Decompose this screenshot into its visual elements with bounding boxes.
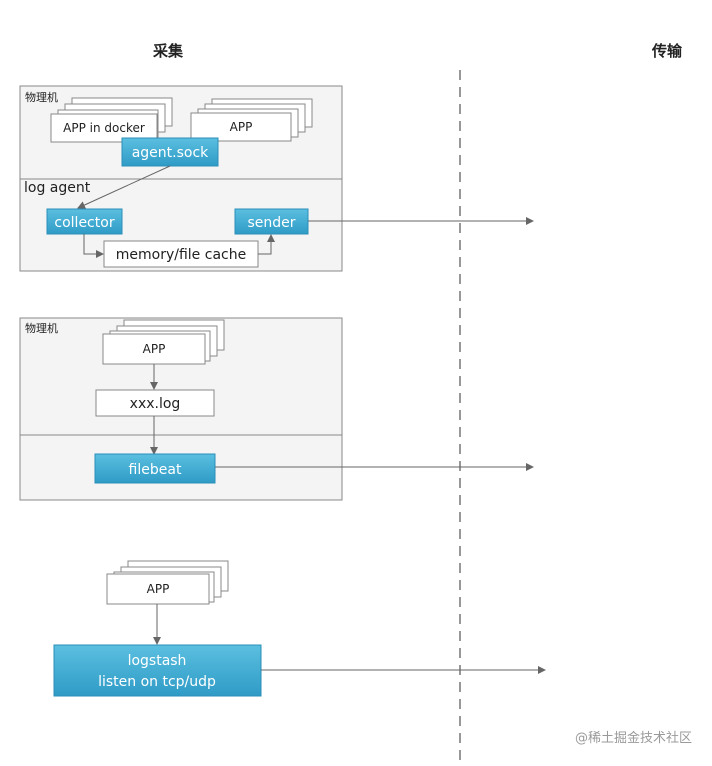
app-label-2: APP [143,342,166,356]
arrow-cache-to-sender [258,234,275,255]
logstash-label-line2: listen on tcp/udp [98,674,216,690]
section-1: 物理机 APP in docker APP agent.sock log age… [19,85,534,272]
filebeat-label: filebeat [129,462,182,478]
cache-box [103,240,259,268]
arrow-collector-to-cache [83,234,104,258]
machine-label-1: 物理机 [25,90,58,104]
header-transport: 传输 [651,42,683,60]
app-box-1 [190,112,292,142]
cache-label: memory/file cache [116,247,246,263]
section-3: APP logstash listen on tcp/udp [53,560,546,697]
collector-box [46,208,123,235]
log-agent-label: log agent [24,180,91,196]
app-docker-label: APP in docker [63,121,145,135]
arrow-sock-to-collector [77,165,171,209]
sender-label: sender [247,215,295,231]
header-collect: 采集 [152,42,184,60]
agent-sock-label: agent.sock [132,145,209,161]
logstash-box [53,644,262,697]
machine-label-2: 物理机 [25,321,58,335]
collector-label: collector [54,215,114,231]
app-label-1: APP [230,120,253,134]
watermark: @稀土掘金技术社区 [575,730,692,746]
log-file-box [95,389,215,417]
section-2: 物理机 APP xxx.log filebeat [19,317,534,501]
app-stack-3: APP [106,560,229,605]
app-docker-stack: APP in docker [50,97,173,143]
app-docker-box [50,113,158,143]
log-file-label: xxx.log [130,396,181,412]
filebeat-box [94,453,216,484]
app-stack-2: APP [102,319,225,365]
app-label-3: APP [147,582,170,596]
app-stack-1: APP [190,98,313,142]
app-box-3 [106,573,210,605]
logstash-label-line1: logstash [128,653,187,669]
